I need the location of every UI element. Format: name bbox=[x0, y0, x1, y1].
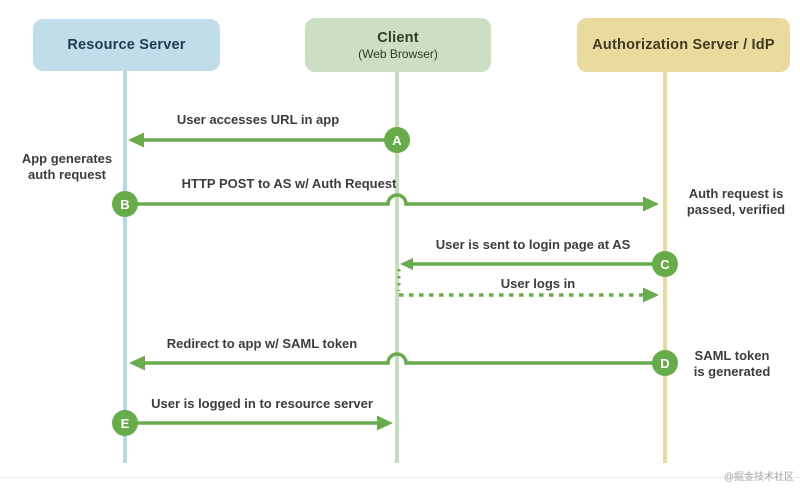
step-letter-c: C bbox=[660, 256, 670, 272]
arrow-d-line bbox=[141, 352, 667, 365]
annotation-app-generates-auth-request: App generates auth request bbox=[21, 151, 113, 182]
step-letter-a: A bbox=[392, 132, 402, 148]
message-label-a: User accesses URL in app bbox=[176, 112, 340, 127]
step-marker-e: E bbox=[112, 410, 138, 436]
annotation-saml-token-generated: SAML token is generated bbox=[693, 348, 771, 379]
arrow-c-head bbox=[400, 258, 413, 270]
annotation-auth-request-passed-verified: Auth request is passed, verified bbox=[686, 186, 786, 217]
arrow-a-head bbox=[128, 132, 144, 148]
step-marker-d: D bbox=[652, 350, 678, 376]
lane-title-authorization-server: Authorization Server / IdP bbox=[592, 37, 775, 53]
lane-subtitle-client: (Web Browser) bbox=[358, 46, 438, 61]
step-marker-a: A bbox=[384, 127, 410, 153]
message-label-d: Redirect to app w/ SAML token bbox=[166, 336, 358, 351]
message-label-b: HTTP POST to AS w/ Auth Request bbox=[181, 176, 397, 191]
message-label-e: User is logged in to resource server bbox=[151, 396, 373, 411]
step-letter-e: E bbox=[120, 415, 130, 431]
arrow-d-head bbox=[129, 355, 145, 371]
lane-header-client: Client (Web Browser) bbox=[305, 18, 491, 72]
arrow-e-head bbox=[377, 415, 393, 431]
step-letter-b: B bbox=[120, 196, 130, 212]
arrow-b-line bbox=[123, 193, 647, 206]
watermark-text: @掘金技术社区 bbox=[723, 472, 794, 483]
bottom-divider bbox=[0, 477, 800, 478]
message-label-c: User is sent to login page at AS bbox=[435, 237, 631, 252]
lane-title-client: Client bbox=[377, 29, 419, 46]
lifeline-client bbox=[395, 72, 399, 463]
lifeline-resource-server bbox=[123, 71, 127, 463]
message-label-user-logs-in: User logs in bbox=[500, 276, 576, 291]
arrow-b-head bbox=[643, 196, 659, 212]
lane-header-resource-server: Resource Server bbox=[33, 19, 220, 71]
lane-title-resource-server: Resource Server bbox=[67, 37, 186, 53]
step-letter-d: D bbox=[660, 355, 670, 371]
step-marker-c: C bbox=[652, 251, 678, 277]
arrow-login-head bbox=[643, 287, 659, 303]
step-marker-b: B bbox=[112, 191, 138, 217]
lane-header-authorization-server: Authorization Server / IdP bbox=[577, 18, 790, 72]
